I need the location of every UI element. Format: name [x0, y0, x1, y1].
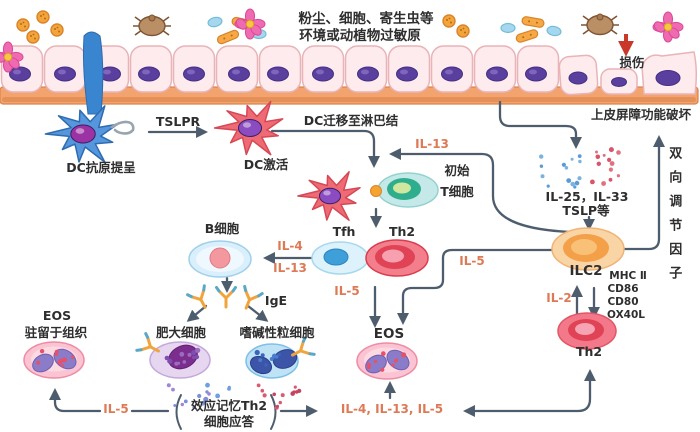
mast-cell-label: 肥大细胞	[155, 325, 207, 340]
ilc2-label: ILC2	[569, 263, 603, 279]
ilc2-cell-icon	[551, 227, 625, 271]
arrow-il13-feedback	[389, 148, 572, 234]
th2-mid-label: Th2	[388, 224, 416, 239]
eos-tissue-cell-icon	[23, 341, 85, 379]
dc-dendrite-trunk	[82, 31, 104, 115]
memory-th2-label-line2: 细胞应答	[203, 414, 255, 429]
arrow-bidirectional-regulation	[622, 135, 665, 251]
th2-cell-icon	[365, 239, 429, 277]
th2-right-cell-icon	[557, 312, 617, 350]
cd86-label: CD86	[607, 283, 639, 295]
cd80-label: CD80	[607, 296, 639, 308]
pathway-arrows	[49, 100, 665, 430]
arrow-ige-to-mast	[186, 304, 208, 322]
arrow-ilc2-il5-to-eos	[397, 248, 555, 325]
epithelium-cells	[0, 45, 560, 93]
eos-center-label: EOS	[373, 326, 405, 342]
il5-ilc2-label: IL-5	[459, 254, 485, 268]
barrier-breakdown-label: 上皮屏障功能破坏	[590, 107, 692, 122]
il13-b-label: IL-13	[273, 261, 307, 275]
dendritic-cells	[44, 100, 361, 221]
arrow-il5-to-tissue-eos	[49, 388, 102, 413]
bracket-right	[270, 394, 277, 430]
eos-tissue-label-line2: 驻留于组织	[24, 325, 88, 340]
naive-t-label-line2: T细胞	[440, 184, 474, 199]
dc-tentacle-icon	[110, 120, 135, 135]
th2-right-label: Th2	[575, 344, 603, 359]
dc-migration-label: DC迁移至淋巴结	[303, 113, 399, 128]
naive-t-cell-icon	[377, 172, 439, 208]
antigen-presentation-dot	[370, 185, 382, 197]
bidirectional-regulator-label: 双向调节因子	[666, 146, 682, 290]
allergen-title-line2: 环境或动植物过敏原	[299, 28, 421, 44]
ige-label: IgE	[264, 293, 288, 308]
eos-cell-icon	[356, 342, 418, 380]
il2-label: IL-2	[546, 291, 572, 305]
il5-mid-label: IL-5	[334, 284, 360, 298]
basophil-label: 嗜碱性粒细胞	[239, 325, 315, 340]
allergen-title-line1: 粉尘、细胞、寄生虫等	[298, 11, 434, 27]
basophil-cell-icon	[245, 343, 299, 379]
tslpr-label: TSLPR	[155, 114, 201, 129]
arrow-ige-to-basophil	[246, 304, 269, 322]
cytokine-and-granule-dots	[36, 147, 621, 410]
bracket-left	[175, 394, 182, 430]
arrow-dc-migration	[270, 129, 380, 168]
b-cell-icon	[188, 240, 252, 278]
tfh-cell-icon	[311, 241, 369, 275]
tfh-label: Tfh	[332, 224, 356, 239]
mast-cell-icon	[149, 341, 211, 379]
ox40l-label: OX40L	[607, 309, 645, 321]
il5-bottom-label: IL-5	[101, 402, 131, 417]
b-cell-label: B细胞	[204, 221, 240, 236]
arrow-th2-cytokines-bidirectional	[463, 369, 596, 417]
arrow-epithelium-alarmins	[498, 100, 582, 149]
dc-presentation-label: DC抗原提呈	[66, 160, 136, 175]
il4-label: IL-4	[277, 239, 303, 253]
dc-activation-label: DC激活	[243, 157, 289, 172]
il4-il13-il5-label: IL-4, IL-13, IL-5	[340, 402, 444, 416]
eos-tissue-label-line1: EOS	[42, 308, 72, 323]
il25-il33-label: IL-25，IL-33	[545, 189, 629, 204]
naive-t-label-line1: 初始	[444, 163, 470, 178]
mhc2-label: MHC Ⅱ	[609, 270, 647, 282]
damage-label: 损伤	[619, 55, 645, 70]
il13-top-label: IL-13	[415, 137, 449, 151]
damaged-epithelium-cells	[558, 51, 698, 96]
tslp-label: TSLP等	[562, 203, 610, 218]
memory-th2-label-line1: 效应记忆Th2	[190, 398, 268, 413]
